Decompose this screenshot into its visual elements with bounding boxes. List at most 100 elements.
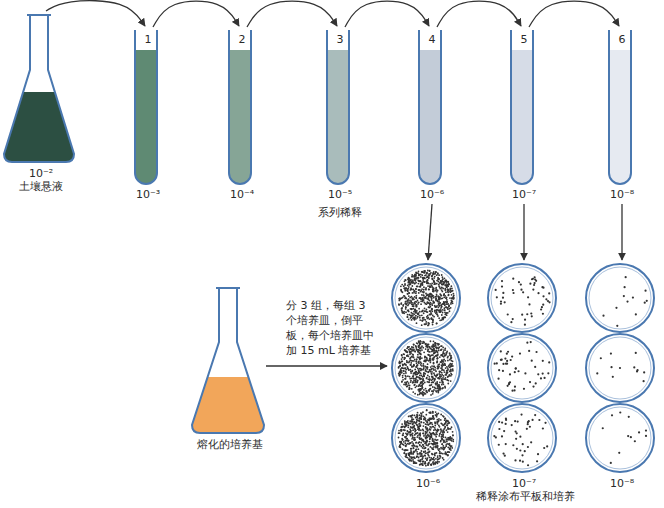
colony-dot [429, 441, 431, 443]
colony-dot [426, 459, 428, 461]
dilution-label: 10⁻⁷ [500, 188, 548, 201]
colony-dot [405, 308, 407, 310]
colony-dot [429, 360, 431, 362]
colony-dot [449, 354, 451, 356]
colony-dot [446, 282, 448, 284]
colony-dot [446, 307, 448, 309]
colony-dot [439, 433, 441, 435]
colony-dot [445, 352, 447, 354]
colony-dot [424, 296, 426, 298]
colony-dot [450, 358, 452, 360]
colony-dot [408, 295, 410, 297]
colony-dot [428, 288, 430, 290]
colony-dot [405, 383, 407, 385]
colony-dot [447, 454, 449, 456]
colony-dot [440, 419, 442, 421]
colony-dot [409, 364, 411, 366]
colony-dot [412, 376, 414, 378]
colony-dot [436, 293, 438, 295]
colony-dot [451, 426, 453, 428]
colony-dot [429, 412, 431, 414]
colony-dot [429, 369, 431, 371]
colony-dot [402, 376, 404, 378]
colony-dot [423, 277, 425, 279]
colony-dot [429, 286, 431, 288]
colony-dot [417, 442, 419, 444]
colony-dot [425, 346, 427, 348]
colony-dot [411, 421, 413, 423]
colony-dot [443, 439, 445, 441]
colony-dot [433, 356, 435, 358]
colony-dot [440, 367, 442, 369]
colony-dot [437, 390, 439, 392]
colony-dot [431, 309, 433, 311]
colony-dot [410, 448, 412, 450]
dilution-label: 10⁻⁵ [316, 188, 364, 201]
colony-dot [422, 279, 424, 281]
colony-dot [444, 418, 446, 420]
colony-dot [439, 455, 441, 457]
colony-dot [422, 300, 424, 302]
colony-dot [398, 437, 400, 439]
colony-dot [404, 363, 406, 365]
colony-dot [402, 312, 404, 314]
petri-dish-rim [395, 337, 457, 399]
colony-dot [416, 348, 418, 350]
colony-dot [405, 364, 407, 366]
colony-dot [436, 383, 438, 385]
colony-dot [400, 368, 402, 370]
colony-dot [427, 430, 429, 432]
colony-dot [426, 459, 428, 461]
colony-dot [408, 458, 410, 460]
colony-dot [437, 357, 439, 359]
colony-dot [414, 309, 416, 311]
caption-holder: 10⁻⁷ [500, 188, 548, 201]
colony-dot [419, 319, 421, 321]
colony-dot [430, 286, 432, 288]
colony-dot [421, 291, 423, 293]
colony-dot [422, 411, 424, 413]
colony-dot [446, 312, 448, 314]
colony-dot [442, 276, 444, 278]
colony-dot [449, 352, 451, 354]
colony-dot [412, 381, 414, 383]
colony-dot [431, 426, 433, 428]
colony-dot [401, 426, 403, 428]
colony-dot [412, 308, 414, 310]
colony-dot [407, 301, 409, 303]
colony-dot [437, 368, 439, 370]
colony-dot [410, 426, 412, 428]
tube-shape [500, 28, 544, 185]
colony-dot [441, 363, 443, 365]
colony-dot [407, 316, 409, 318]
colony-dot [415, 429, 417, 431]
colony-dot [418, 349, 420, 351]
colony-dot [407, 367, 409, 369]
colony-dot [446, 371, 448, 373]
colony-dot [410, 348, 412, 350]
colony-dot [431, 369, 433, 371]
colony-dot [429, 283, 431, 285]
colony-dot [410, 287, 412, 289]
colony-dot [448, 437, 450, 439]
colony-dot [420, 418, 422, 420]
colony-dot [429, 270, 431, 272]
colony-dot [441, 348, 443, 350]
colony-dot [414, 359, 416, 361]
dilution-label: 10⁻⁶ [408, 188, 456, 201]
colony-dot [408, 387, 410, 389]
colony-dot [447, 284, 449, 286]
colony-dot [446, 352, 448, 354]
colony-dot [405, 369, 407, 371]
colony-dot [401, 372, 403, 374]
colony-dot [418, 277, 420, 279]
colony-dot [444, 309, 446, 311]
colony-dot [432, 377, 434, 379]
colony-dot [433, 464, 435, 466]
inner-text-holder: 3 [316, 33, 364, 46]
colony-dot [407, 431, 409, 433]
colony-dot [430, 286, 432, 288]
colony-dot [409, 277, 411, 279]
colony-dot [406, 386, 408, 388]
colony-dot [421, 271, 423, 273]
